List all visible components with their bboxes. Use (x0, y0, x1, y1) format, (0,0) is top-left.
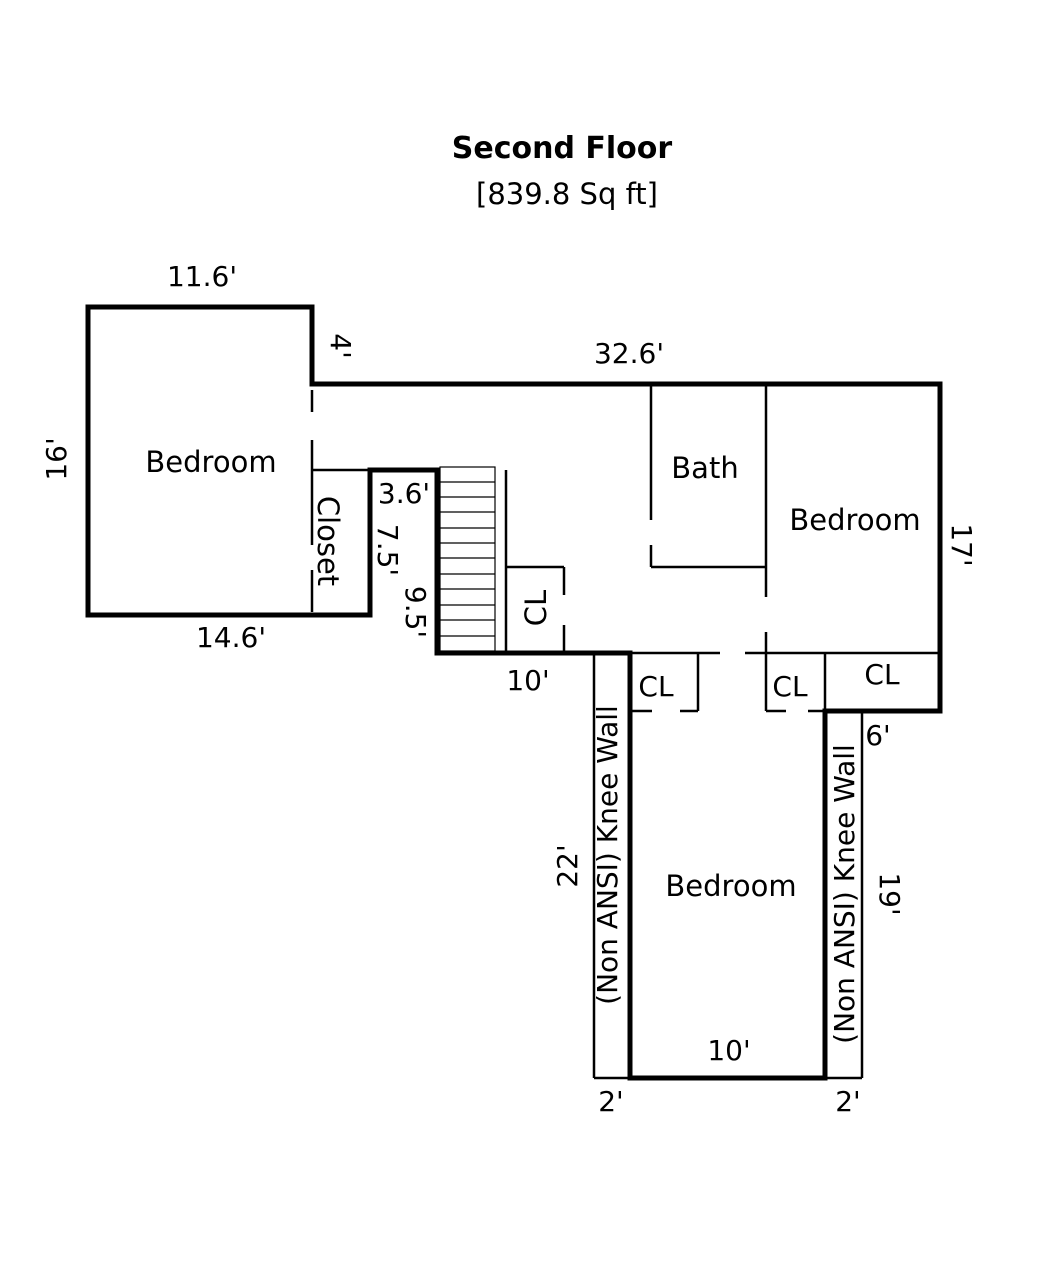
dim-left-height: 16' (40, 437, 73, 480)
dim-stair-width: 3.6' (378, 477, 430, 510)
dim-right-height: 17' (945, 523, 978, 566)
room-cl-stair: CL (519, 590, 553, 626)
knee-wall-left-label: (Non ANSI) Knee Wall (591, 705, 624, 1005)
dim-knee-right-height: 19' (873, 872, 906, 915)
dim-knee-left-depth: 2' (598, 1085, 624, 1118)
room-cl-c: CL (864, 658, 900, 691)
room-bedroom-bottom: Bedroom (665, 869, 796, 903)
dim-stair-height-a: 7.5' (371, 524, 404, 576)
dim-hall-bottom-width: 10' (506, 664, 549, 697)
dim-top-long-width: 32.6' (594, 337, 664, 370)
dim-right-step: 6' (865, 719, 891, 752)
plan-title: Second Floor (452, 131, 673, 166)
dim-knee-left-height: 22' (551, 844, 584, 887)
dim-bottom-bedroom-width: 10' (707, 1034, 750, 1067)
knee-wall-right-label: (Non ANSI) Knee Wall (828, 744, 861, 1044)
interior-walls (310, 384, 940, 1080)
room-bedroom-right: Bedroom (789, 503, 920, 537)
dim-stair-height-b: 9.5' (399, 586, 432, 638)
dim-knee-right-depth: 2' (835, 1085, 861, 1118)
room-bedroom-left: Bedroom (145, 445, 276, 479)
room-bath: Bath (671, 451, 738, 485)
dim-notch-height: 4' (324, 333, 357, 359)
staircase (439, 466, 496, 652)
room-cl-a: CL (638, 670, 674, 703)
dim-top-left-width: 11.6' (167, 260, 237, 293)
room-closet: Closet (311, 496, 345, 586)
dim-bottom-left-width: 14.6' (196, 621, 266, 654)
room-cl-b: CL (772, 670, 808, 703)
plan-area: [839.8 Sq ft] (476, 177, 658, 211)
